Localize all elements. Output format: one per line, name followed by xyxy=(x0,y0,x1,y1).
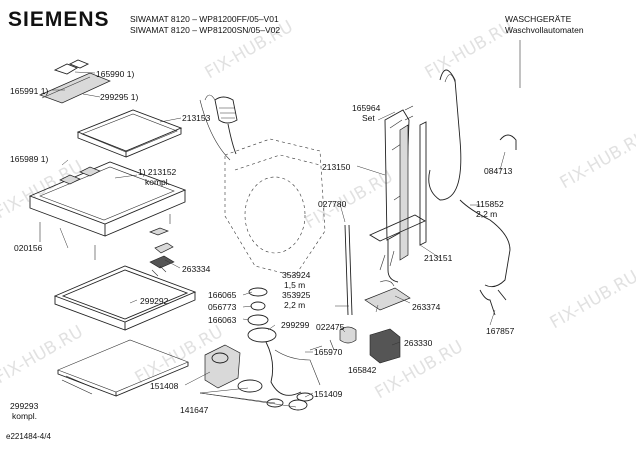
part-label: kompl. xyxy=(145,177,171,187)
part-label: 165970 xyxy=(314,347,343,357)
fill-hose-bellows xyxy=(214,96,238,155)
diagram-reference: e221484-4/4 xyxy=(6,432,51,441)
brand-logo: SIEMENS xyxy=(8,8,110,31)
part-label: 084713 xyxy=(484,166,513,176)
part-label: 299299 xyxy=(281,320,310,330)
part-label: 165964 xyxy=(352,103,381,113)
part-label: 151408 xyxy=(150,381,179,391)
part-label: 299292 xyxy=(140,296,169,306)
drum-tub xyxy=(199,94,326,277)
pressure-switch xyxy=(364,250,411,364)
part-label: 165991 1) xyxy=(10,86,49,96)
lid-plate xyxy=(57,339,189,397)
part-label: kompl. xyxy=(12,411,38,421)
part-label: 115852 xyxy=(476,199,504,209)
part-label: 353924 xyxy=(282,270,311,280)
category-line-1: WASCHGERÄTE xyxy=(505,14,572,24)
part-label: 020156 xyxy=(14,243,43,253)
detergent-tray xyxy=(76,109,183,158)
part-label: 263374 xyxy=(412,302,441,312)
part-label: Set xyxy=(362,113,375,123)
lid-gasket-frame xyxy=(53,265,197,331)
part-label: 263334 xyxy=(182,264,211,274)
category-line-2: Waschvollautomaten xyxy=(505,25,584,35)
control-and-hose-assembly xyxy=(369,69,517,316)
part-label: 165990 1) xyxy=(96,69,135,79)
part-label: 027780 xyxy=(318,199,347,209)
detergent-insert-parts xyxy=(39,59,111,104)
part-label: 1) 213152 xyxy=(138,167,177,177)
part-label: 141647 xyxy=(180,405,209,415)
model-line-1: SIWAMAT 8120 – WP81200FF/05–V01 xyxy=(130,14,279,24)
model-line-2: SIWAMAT 8120 – WP81200SN/05–V02 xyxy=(130,25,281,35)
part-label: 299295 1) xyxy=(100,92,139,102)
category-header: WASCHGERÄTE Waschvollautomaten xyxy=(505,14,584,36)
part-label: 151409 xyxy=(314,389,343,399)
sump-parts xyxy=(204,287,335,411)
part-label: 2,2 m xyxy=(476,209,498,219)
part-label: 213153 xyxy=(182,113,211,123)
part-label: 165989 1) xyxy=(10,154,49,164)
part-label: 353925 xyxy=(282,290,311,300)
model-header: SIWAMAT 8120 – WP81200FF/05–V01 SIWAMAT … xyxy=(130,14,280,36)
part-label: 2,2 m xyxy=(284,300,306,310)
part-label: 299293 xyxy=(10,401,39,411)
part-label: 263330 xyxy=(404,338,433,348)
lid-frame xyxy=(28,161,187,260)
part-label: 213150 xyxy=(322,162,351,172)
part-label: 166063 xyxy=(208,315,237,325)
part-label: 166065 xyxy=(208,290,237,300)
part-label: 213151 xyxy=(424,253,453,263)
part-label: 1,5 m xyxy=(284,280,306,290)
part-label: 165842 xyxy=(348,365,377,375)
part-label: 022475 xyxy=(316,322,345,332)
hinge-parts xyxy=(149,227,175,277)
part-label: 056773 xyxy=(208,302,237,312)
part-label: 167857 xyxy=(486,326,515,336)
